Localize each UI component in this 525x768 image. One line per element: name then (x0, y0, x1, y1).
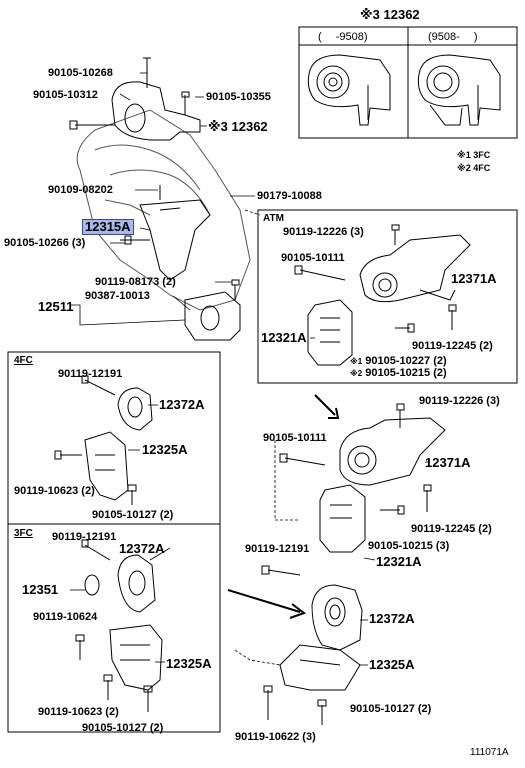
part-90105-10355[interactable]: 90105-10355 (206, 91, 271, 103)
inset-col-right: (9508- ) (428, 31, 478, 43)
fc4-part-12372a[interactable]: 12372A (159, 397, 205, 412)
part-90105-10312[interactable]: 90105-10312 (33, 89, 98, 101)
atm-mount-12371a (294, 224, 471, 303)
part-90119-08173[interactable]: 90119-08173 (2) (95, 276, 176, 288)
mt-part-12371a[interactable]: 12371A (425, 455, 471, 470)
atm-part-12371a[interactable]: 12371A (451, 271, 497, 286)
atm-a7-mark: ※2 (350, 369, 363, 378)
inset-header-mark: ※3 (360, 7, 380, 22)
arrow-atm-to-mt (314, 394, 336, 416)
fc4-title: 4FC (14, 355, 33, 366)
mt-part-12321a[interactable]: 12321A (376, 554, 422, 569)
mt-part-90105-10111[interactable]: 90105-10111 (263, 432, 327, 444)
mt-mount-12371a (279, 403, 446, 486)
part-12315a-highlight[interactable]: 12315A (82, 219, 134, 235)
inset-col-left: ( -9508) (318, 31, 368, 43)
mt-part-90105-10215[interactable]: 90105-10215 (3) (368, 540, 450, 552)
fc4-part-12325a[interactable]: 12325A (142, 442, 188, 457)
legend-line2: ※2 4FC (457, 163, 491, 173)
mt-part-90105-10127[interactable]: 90105-10127 (2) (350, 703, 432, 715)
atm-part-90105-10111[interactable]: 90105-10111 (281, 252, 345, 264)
part-90105-10268[interactable]: 90105-10268 (48, 67, 113, 79)
fc3-part-12351[interactable]: 12351 (22, 582, 59, 597)
atm-mount-12321a (307, 299, 415, 366)
leader-lines (70, 72, 430, 666)
mt-part-90119-12191[interactable]: 90119-12191 (245, 543, 310, 555)
atm-a6-number: 90105-10227 (2) (365, 355, 447, 367)
mt-part-12325a[interactable]: 12325A (369, 657, 415, 672)
part-90387-10013[interactable]: 90387-10013 (85, 290, 150, 302)
fc4-part-90119-10623[interactable]: 90119-10623 (2) (14, 485, 95, 497)
engine-block (76, 109, 251, 311)
inset-header-part: 12362 (383, 7, 420, 22)
atm-a6-mark: ※1 (350, 357, 363, 366)
fc3-part-12372a[interactable]: 12372A (119, 541, 165, 556)
mt-part-12372a[interactable]: 12372A (369, 611, 415, 626)
mt-mount-12321a (319, 484, 432, 553)
part-12362[interactable]: ※3 12362 (208, 120, 268, 134)
atm-title: ATM (263, 213, 284, 224)
mt-part-90119-12226[interactable]: 90119-12226 (3) (419, 395, 500, 407)
fc3-title: 3FC (14, 528, 33, 539)
fc3-part-90119-10623[interactable]: 90119-10623 (2) (38, 706, 119, 718)
bracket-12315a (120, 185, 211, 281)
mt-part-90119-10622[interactable]: 90119-10622 (3) (235, 731, 316, 743)
mt-mount-12372a (261, 565, 363, 651)
atm-part-12321a[interactable]: 12321A (261, 330, 307, 345)
inset-header: ※3 12362 (360, 8, 420, 22)
fc3-mount-12372a (81, 539, 156, 613)
figure-code: 111071A (470, 747, 509, 758)
fc3-box (7, 523, 221, 733)
part-90179-10088[interactable]: 90179-10088 (257, 190, 322, 202)
fc3-part-90119-12191[interactable]: 90119-12191 (52, 531, 117, 543)
mt-part-90119-12245[interactable]: 90119-12245 (2) (411, 523, 492, 535)
legend-line1: ※1 3FC (457, 150, 491, 160)
mt-bracket-12325a (263, 644, 361, 725)
part-12362-number: 12362 (231, 119, 268, 134)
fc4-part-90105-10127[interactable]: 90105-10127 (2) (92, 509, 174, 521)
part-12362-mark: ※3 (208, 119, 228, 134)
atm-part-90105-10227[interactable]: ※1 90105-10227 (2) (350, 355, 447, 368)
fc3-part-12325a[interactable]: 12325A (166, 656, 212, 671)
atm-part-90119-12226[interactable]: 90119-12226 (3) (283, 226, 364, 238)
arrow-to-mt-12372a (227, 589, 301, 613)
part-90109-08202[interactable]: 90109-08202 (48, 184, 113, 196)
atm-a7-number: 90105-10215 (2) (365, 367, 447, 379)
atm-part-90105-10215[interactable]: ※2 90105-10215 (2) (350, 367, 447, 380)
fc4-mount-12372a (81, 375, 153, 431)
mount-12511 (184, 279, 241, 341)
fc3-bracket-12325a (75, 624, 163, 712)
fc4-part-90119-12191[interactable]: 90119-12191 (58, 368, 123, 380)
fc3-part-90119-10624[interactable]: 90119-10624 (33, 611, 98, 623)
atm-part-90119-12245[interactable]: 90119-12245 (2) (412, 340, 493, 352)
inset-mount-right (417, 54, 501, 126)
inset-mount-left (307, 54, 391, 126)
part-12511[interactable]: 12511 (38, 299, 74, 314)
part-90105-10266[interactable]: 90105-10266 (3) (4, 237, 86, 249)
fc3-part-90105-10127[interactable]: 90105-10127 (2) (82, 722, 164, 734)
atm-bolt-12245 (448, 304, 457, 330)
fc4-bracket-12325a (54, 431, 137, 505)
atm-box (257, 209, 518, 384)
